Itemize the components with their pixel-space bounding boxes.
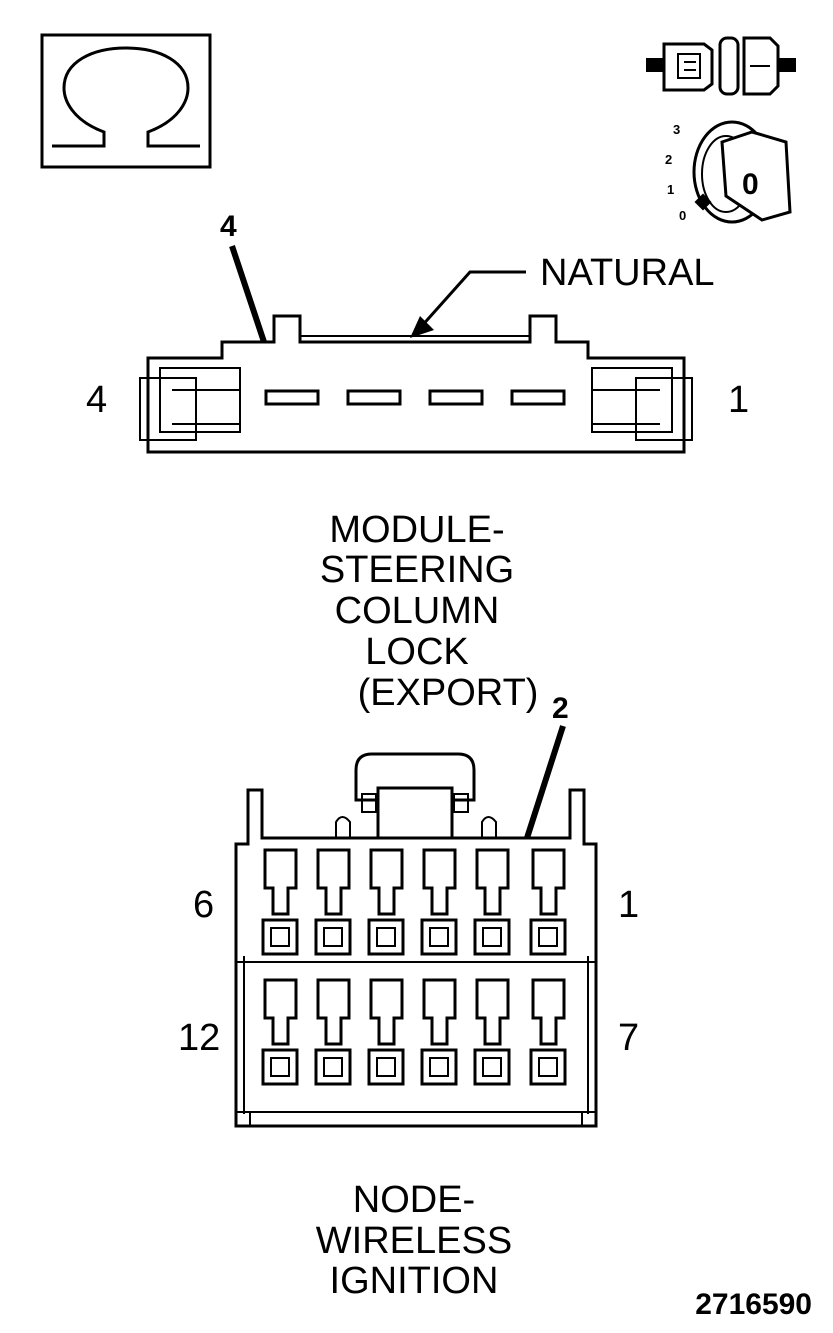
connector1-pin-2 xyxy=(428,389,484,406)
connector1-left-pin-label: 4 xyxy=(86,379,107,421)
connector1-right-pin-label: 1 xyxy=(728,379,749,421)
ignition-position-1: 1 xyxy=(667,182,674,197)
callout-pin-2-label: 2 xyxy=(552,692,569,725)
connector2-cavity-2 xyxy=(473,848,511,956)
connector2-title-line-1: NODE- xyxy=(353,1179,475,1221)
connector1-title-line-3: COLUMN xyxy=(335,590,500,632)
ignition-key-icon: 3 2 1 0 0 xyxy=(665,120,792,224)
connector2-cavity-12 xyxy=(261,978,299,1086)
connector1-pin-4 xyxy=(264,389,320,406)
connector2-cavity-1 xyxy=(529,848,567,956)
connector2-cavity-6 xyxy=(261,848,299,956)
callout-pin-4-label: 4 xyxy=(220,210,237,243)
connector2-cavity-4 xyxy=(367,848,405,956)
connector1-title: MODULE- STEERING COLUMN LOCK (EXPORT) xyxy=(320,509,539,714)
connector1-title-line-5: (EXPORT) xyxy=(358,672,539,714)
connector1-title-line-4: LOCK xyxy=(365,631,468,673)
connector2-cavity-8 xyxy=(473,978,511,1086)
ignition-key-label: 0 xyxy=(742,168,759,201)
connector2-cavity-9 xyxy=(420,978,458,1086)
connector2-cavity-7 xyxy=(529,978,567,1086)
color-label-natural: NATURAL xyxy=(540,252,715,294)
connector2-row-bottom xyxy=(261,978,567,1086)
connector2-cavity-10 xyxy=(367,978,405,1086)
figure-number: 2716590 xyxy=(695,1288,812,1321)
ohm-icon xyxy=(40,33,212,169)
connector2-bottom-right-pin-label: 7 xyxy=(618,1017,639,1059)
connector2-top-left-pin-label: 6 xyxy=(193,884,214,926)
connector-steering-column-lock: 4 NATURAL 4 1 xyxy=(86,210,749,454)
connector2-title-line-2: WIRELESS xyxy=(316,1220,512,1262)
connector2-title-line-3: IGNITION xyxy=(330,1260,499,1302)
ignition-position-3: 3 xyxy=(673,122,680,137)
connector-wireless-ignition: 2 xyxy=(178,692,639,1128)
connector1-housing xyxy=(146,314,686,454)
connector2-cavity-3 xyxy=(420,848,458,956)
connector1-title-line-1: MODULE- xyxy=(329,509,504,551)
connector1-pin-1 xyxy=(510,389,566,406)
connector2-bottom-left-pin-label: 12 xyxy=(178,1017,220,1059)
connector2-cavity-5 xyxy=(314,848,352,956)
connector2-cavity-11 xyxy=(314,978,352,1086)
connector2-title: NODE- WIRELESS IGNITION xyxy=(316,1179,512,1302)
connector2-top-right-pin-label: 1 xyxy=(618,884,639,926)
ignition-position-2: 2 xyxy=(665,152,672,167)
connector2-row-top xyxy=(261,848,567,956)
ignition-position-0: 0 xyxy=(679,208,686,223)
connector1-pin-3 xyxy=(346,389,402,406)
connector1-title-line-2: STEERING xyxy=(320,549,514,591)
connector-plug-icon xyxy=(646,36,796,96)
